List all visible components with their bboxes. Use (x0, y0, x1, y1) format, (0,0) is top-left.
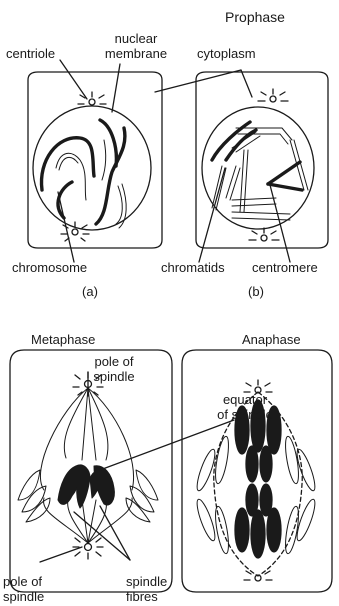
anaphase-heading: Anaphase (242, 333, 301, 347)
caption-a: (a) (70, 285, 110, 299)
chromosomes-metaphase (58, 465, 114, 508)
centriole-icon-b-bottom (249, 228, 279, 241)
nucleus-b (202, 107, 314, 229)
spindle-fibres-metaphase (40, 388, 133, 543)
cytoplasm-label: cytoplasm (197, 47, 256, 61)
centriole-label: centriole (6, 47, 55, 61)
equator-label-line2: of spindle (200, 408, 290, 422)
centriole-icon-b-top (258, 89, 288, 102)
equator-label-line1: equator (200, 393, 290, 407)
centromere-label: centromere (252, 261, 318, 275)
pole-bottom-label-line2: spindle (3, 590, 44, 604)
spindle-fibres-label-line2: fibres (126, 590, 158, 604)
nuclear-membrane-label-line1: nuclear (96, 32, 176, 46)
chromosomes-a (41, 120, 124, 224)
chromatids-meta-right (126, 470, 158, 522)
nuclear-membrane-label-line2: membrane (96, 47, 176, 61)
centriole-icon-a-top (78, 92, 106, 105)
pole-bottom-label-line1: pole of (3, 575, 42, 589)
pole-top-label-line1: pole of (74, 355, 154, 369)
chromatids-meta-left (18, 470, 50, 522)
chromosomes-anaphase-bottom (235, 484, 281, 558)
prophase-heading: Prophase (205, 10, 305, 24)
chromosomes-b (212, 122, 302, 190)
chromatids-label: chromatids (161, 261, 225, 275)
cell-a-outline (28, 72, 162, 248)
metaphase-heading: Metaphase (31, 333, 95, 347)
caption-b: (b) (236, 285, 276, 299)
spindle-fibres-label-line1: spindle (126, 575, 167, 589)
cell-b-outline (196, 72, 328, 248)
pole-top-label-line2: spindle (74, 370, 154, 384)
chromosome-label: chromosome (12, 261, 87, 275)
